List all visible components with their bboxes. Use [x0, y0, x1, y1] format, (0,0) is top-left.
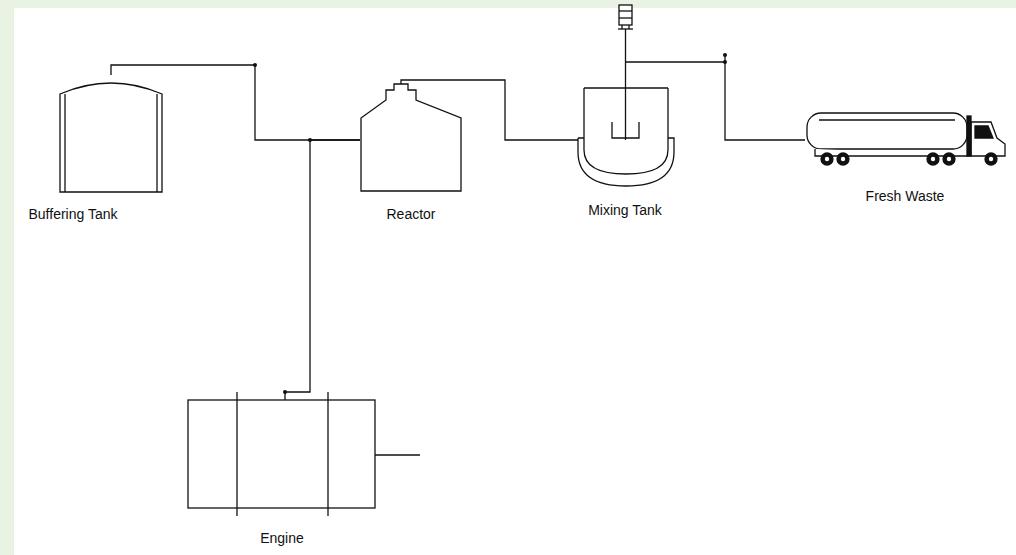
equipment-label: Reactor [386, 206, 435, 222]
reactor-vessel: Reactor [360, 78, 462, 192]
shape-outline [805, 108, 1010, 168]
waste-truck: Fresh Waste [805, 108, 1010, 168]
pipe-line [285, 140, 360, 400]
buffer-tank: Buffering Tank [58, 72, 164, 194]
engine-block: Engine [188, 400, 375, 508]
equipment-label: Fresh Waste [866, 188, 945, 204]
pipe-line [626, 62, 806, 140]
shape-outline [578, 88, 674, 188]
agitator-motor [618, 5, 633, 29]
shape-outline [188, 400, 375, 508]
mixing-tank: Mixing Tank [578, 88, 674, 188]
pipe-stub [724, 55, 725, 62]
shape-outline [360, 78, 462, 192]
shape-outline [58, 72, 164, 194]
equipment-label: Engine [260, 530, 304, 546]
pipe-junction [253, 53, 727, 394]
equipment-label: Mixing Tank [588, 202, 662, 218]
page-ground [14, 8, 1016, 555]
agitator-shaft [612, 29, 639, 140]
equipment-label: Buffering Tank [29, 206, 118, 222]
